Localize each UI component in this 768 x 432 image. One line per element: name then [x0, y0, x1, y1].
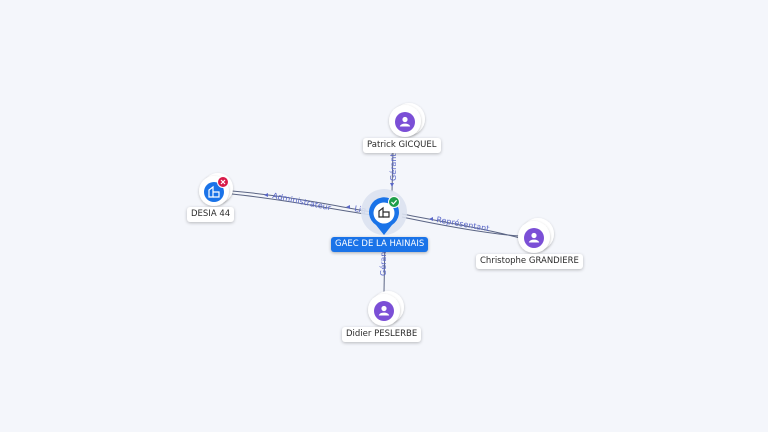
- node-didier-peslerbe[interactable]: [368, 291, 404, 326]
- edge-label-liq: Liq: [354, 204, 367, 215]
- edge-label-administrateur: Administrateur: [272, 191, 333, 212]
- arrow-marker: [390, 183, 394, 187]
- person-icon: [378, 305, 390, 316]
- edge-label-representant: Représentant: [436, 214, 491, 233]
- arrow-marker: [429, 217, 433, 221]
- edge-label-gerant-bottom: Gérant: [378, 248, 388, 276]
- node-label-desia-44[interactable]: DESIA 44: [187, 207, 235, 222]
- edge-markers: [264, 183, 433, 221]
- active-status-icon: [388, 196, 400, 208]
- edge-desia-center-liquidateur[interactable]: [231, 193, 373, 216]
- node-label-didier-peslerbe[interactable]: Didier PESLERBE: [342, 327, 422, 342]
- node-gaec-de-la-hainais[interactable]: [361, 189, 407, 235]
- node-christophe-grandiere[interactable]: [518, 218, 554, 253]
- edge-christophe-center-2[interactable]: [401, 216, 521, 237]
- edge-label-gerant-top: Gérant: [388, 153, 398, 181]
- edge-desia-center-administrateur[interactable]: [231, 190, 373, 213]
- building-icon: [208, 185, 220, 198]
- node-patrick-gicquel[interactable]: [389, 103, 425, 137]
- person-icon: [399, 116, 411, 127]
- arrow-marker: [264, 193, 268, 197]
- node-desia-44[interactable]: [199, 173, 233, 206]
- building-icon: [378, 206, 390, 218]
- node-label-christophe-grandiere[interactable]: Christophe GRANDIERE: [476, 254, 583, 269]
- closed-status-icon: [217, 176, 229, 188]
- node-label-patrick-gicquel[interactable]: Patrick GICQUEL: [363, 138, 441, 153]
- arrow-marker: [346, 205, 350, 209]
- person-icon: [528, 232, 540, 243]
- node-label-gaec-de-la-hainais[interactable]: GAEC DE LA HAINAIS: [331, 237, 429, 252]
